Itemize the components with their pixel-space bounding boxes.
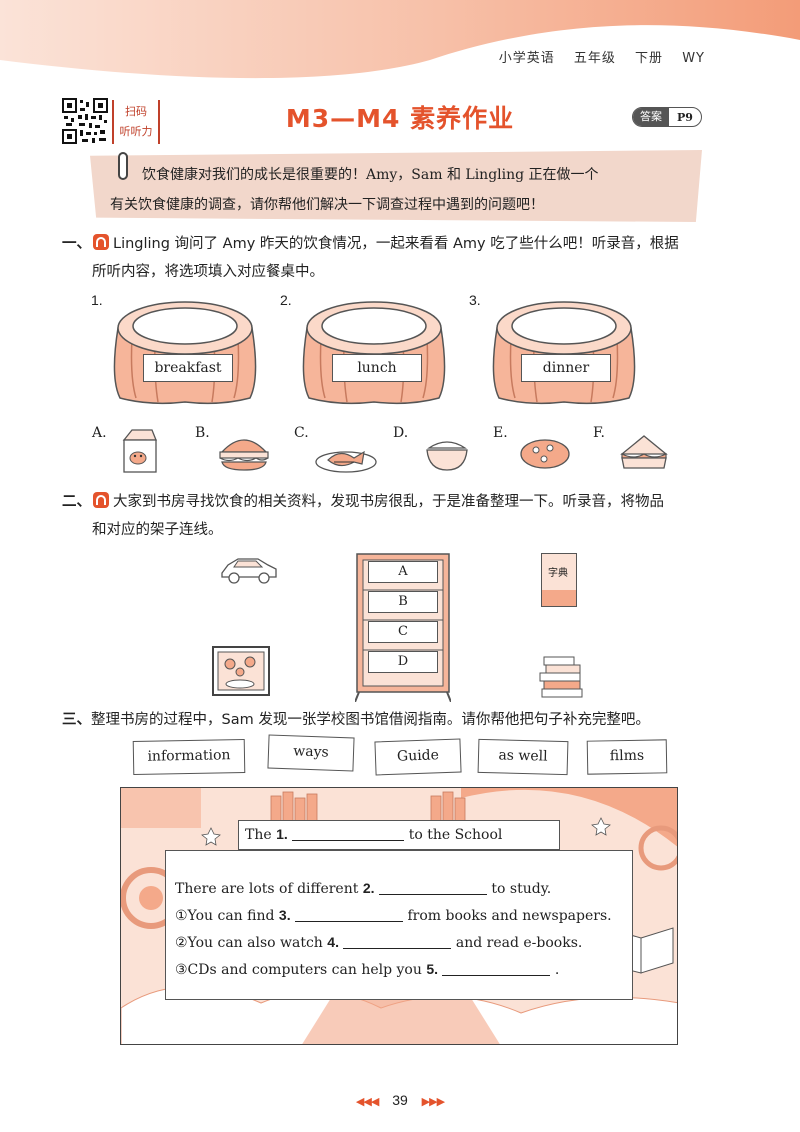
word-card-films: films: [586, 739, 668, 775]
sandwich-icon: [620, 435, 668, 469]
blank-1-number: 1.: [276, 826, 288, 842]
guide-line-3: ①You can find 3. from books and newspape…: [175, 907, 612, 924]
dictionary-label: 字典: [548, 568, 568, 579]
shelf-d[interactable]: D: [368, 651, 438, 673]
pizza-icon: [520, 439, 570, 469]
blank-4-number: 4.: [327, 934, 339, 950]
paperclip-icon: [118, 152, 128, 180]
q3-line: 整理书房的过程中，Sam 发现一张学校图书馆借阅指南。请你帮他把句子补充完整吧。: [91, 712, 650, 728]
guide-line-3-post: from books and newspapers.: [407, 908, 612, 924]
option-letter-b: B.: [195, 425, 210, 441]
guide-line-2-post: to study.: [491, 881, 552, 897]
q1-instruction: 一、 Lingling 询问了 Amy 昨天的饮食情况，一起来看看 Amy 吃了些…: [62, 230, 679, 286]
guide-line-4-post: and read e-books.: [455, 935, 583, 951]
q1-line2: 所听内容，将选项填入对应餐桌中。: [92, 264, 324, 280]
answer-label: 答案: [633, 108, 669, 126]
guide-line-4-pre: ②You can also watch: [175, 935, 323, 951]
header-edition: WY: [682, 51, 705, 66]
shelf-b[interactable]: B: [368, 591, 438, 613]
blank-5-number: 5.: [426, 961, 438, 977]
page-footer: ◀◀◀ 39 ▶▶▶: [0, 1092, 800, 1108]
q2-instruction: 二、 大家到书房寻找饮食的相关资料，发现书房很乱，于是准备整理一下。听录音，将物品…: [62, 488, 664, 544]
blank-4[interactable]: [343, 935, 452, 949]
dining-table-icon: [492, 301, 636, 405]
scan-listen-badge[interactable]: 扫码 听听力: [112, 100, 160, 144]
page-title: M3—M4 素养作业: [285, 104, 515, 133]
intro-text: 饮食健康对我们的成长是很重要的！Amy，Sam 和 Lingling 正在做一个…: [110, 160, 670, 220]
q3-instruction: 三、整理书房的过程中，Sam 发现一张学校图书馆借阅指南。请你帮他把句子补充完整…: [62, 706, 650, 734]
scan-line2: 听听力: [119, 125, 153, 138]
table-number-1: 1.: [91, 292, 103, 308]
footer-left-arrows: ◀◀◀: [355, 1096, 379, 1108]
header-volume: 下册: [635, 51, 664, 66]
rice-bowl-icon: [426, 441, 468, 471]
blank-2[interactable]: [378, 881, 487, 895]
guide-title-pre: The: [245, 827, 272, 843]
guide-line-5: ③CDs and computers can help you 5. .: [175, 961, 559, 978]
header-text: 小学英语 五年级 下册 WY: [485, 47, 705, 66]
scan-line1: 扫码: [125, 105, 147, 118]
header-subject: 小学英语: [498, 51, 555, 66]
meal-label-lunch: lunch: [332, 354, 422, 382]
option-letter-e: E.: [493, 425, 508, 441]
option-letter-f: F.: [593, 425, 605, 441]
dining-table-icon: [113, 301, 257, 405]
guide-line-2-pre: There are lots of different: [175, 881, 359, 897]
intro-line2: 有关饮食健康的调查，请你帮他们解决一下调查过程中遇到的问题吧！: [110, 197, 544, 213]
car-icon: [221, 558, 277, 584]
footer-right-arrows: ▶▶▶: [421, 1096, 445, 1108]
headphone-icon[interactable]: [93, 492, 109, 508]
hamburger-icon: [219, 439, 269, 471]
shelf-a[interactable]: A: [368, 561, 438, 583]
header-grade: 五年级: [573, 51, 616, 66]
guide-line-3-pre: ①You can find: [175, 908, 275, 924]
q2-line1: 大家到书房寻找饮食的相关资料，发现书房很乱，于是准备整理一下。听录音，将物品: [113, 494, 664, 510]
meal-label-dinner: dinner: [521, 354, 611, 382]
header-band: [0, 0, 800, 79]
guide-title: The 1. to the School Library: [238, 820, 560, 870]
headphone-icon[interactable]: [93, 234, 109, 250]
blank-3[interactable]: [295, 908, 404, 922]
family-photo-icon: [212, 646, 270, 696]
table-number-3: 3.: [469, 292, 481, 308]
dining-table-icon: [302, 301, 446, 405]
q2-number: 二、: [62, 494, 91, 510]
q2-line2: 和对应的架子连线。: [92, 522, 223, 538]
qr-code-icon[interactable]: [62, 98, 108, 144]
option-letter-a: A.: [92, 425, 107, 441]
word-card-information: information: [132, 739, 246, 775]
answer-tag: 答案 P9: [632, 107, 702, 127]
books-stack-icon: [539, 656, 583, 698]
guide-line-5-post: .: [554, 962, 560, 978]
guide-line-4: ②You can also watch 4. and read e-books.: [175, 934, 582, 951]
intro-line1: 饮食健康对我们的成长是很重要的！Amy，Sam 和 Lingling 正在做一个: [142, 167, 599, 183]
option-letter-d: D.: [393, 425, 409, 441]
dictionary-icon: 字典: [541, 553, 577, 607]
table-number-2: 2.: [280, 292, 292, 308]
guide-board: [165, 850, 633, 1000]
blank-3-number: 3.: [278, 907, 291, 923]
blank-5[interactable]: [442, 962, 551, 976]
page-number: 39: [392, 1092, 408, 1108]
shelf-c[interactable]: C: [368, 621, 438, 643]
milk-carton-icon: [122, 429, 157, 473]
blank-2-number: 2.: [362, 880, 375, 896]
meal-label-breakfast: breakfast: [143, 354, 233, 382]
q1-number: 一、: [62, 236, 91, 252]
guide-line-2: There are lots of different 2. to study.: [175, 880, 551, 897]
q3-number: 三、: [62, 712, 91, 728]
word-card-as-well: as well: [477, 738, 569, 776]
blank-1[interactable]: [292, 827, 405, 841]
answer-page: P9: [677, 110, 693, 124]
guide-line-5-pre: ③CDs and computers can help you: [175, 962, 422, 978]
fish-plate-icon: [315, 450, 377, 473]
option-letter-c: C.: [294, 425, 309, 441]
intro-banner: [90, 150, 702, 222]
word-card-ways: ways: [267, 734, 355, 772]
q1-line1: Lingling 询问了 Amy 昨天的饮食情况，一起来看看 Amy 吃了些什么…: [113, 236, 679, 252]
word-card-guide: Guide: [374, 738, 462, 776]
